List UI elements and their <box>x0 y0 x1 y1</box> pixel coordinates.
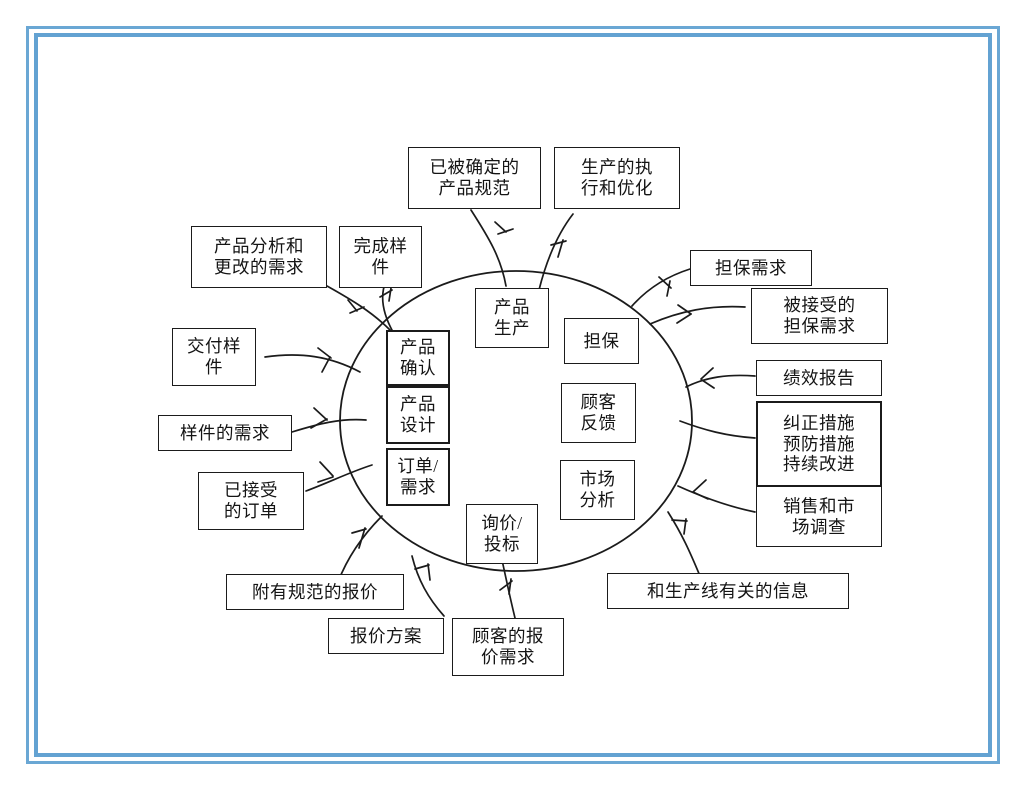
connector-defined-product-spec <box>470 209 514 287</box>
core-box-market-analysis[interactable]: 市场 分析 <box>560 460 635 520</box>
outer-box-production-line-information[interactable]: 和生产线有关的信息 <box>607 573 849 609</box>
connector-accepted-guarantee-requirement <box>649 304 746 325</box>
core-box-order-requirement[interactable]: 订单/ 需求 <box>386 448 450 506</box>
connector-delivered-sample <box>264 347 361 373</box>
outer-box-completed-sample[interactable]: 完成样 件 <box>339 226 422 288</box>
connector-quotation-with-spec <box>337 515 383 583</box>
outer-box-accepted-guarantee-requirement[interactable]: 被接受的 担保需求 <box>751 288 888 344</box>
connector-production-execution <box>538 213 574 291</box>
outer-box-product-analysis-change-requirement[interactable]: 产品分析和 更改的需求 <box>191 226 327 288</box>
outer-box-production-execution-optimization[interactable]: 生产的执 行和优化 <box>554 147 680 209</box>
core-box-customer-feedback[interactable]: 顾客 反馈 <box>561 383 636 443</box>
connector-production-line-information <box>667 511 701 577</box>
outer-box-defined-product-spec[interactable]: 已被确定的 产品规范 <box>408 147 541 209</box>
connector-performance-report <box>685 367 756 389</box>
connector-accepted-order <box>305 461 373 492</box>
outer-box-sample-requirement[interactable]: 样件的需求 <box>158 415 292 451</box>
connector-customer-quotation-requirement <box>499 559 517 623</box>
connector-quotation-plan <box>411 555 445 617</box>
core-box-guarantee[interactable]: 担保 <box>564 318 639 364</box>
core-box-product-design[interactable]: 产品 设计 <box>386 386 450 444</box>
outer-box-quotation-plan[interactable]: 报价方案 <box>328 618 444 654</box>
outer-box-quotation-with-spec[interactable]: 附有规范的报价 <box>226 574 404 610</box>
connector-sample-requirement <box>291 407 367 433</box>
decorative-frame-inner <box>34 33 992 757</box>
core-box-product-confirmation[interactable]: 产品 确认 <box>386 330 450 386</box>
connector-product-analysis <box>326 285 391 331</box>
outer-box-delivered-sample[interactable]: 交付样 件 <box>172 328 256 386</box>
outer-box-guarantee-requirement[interactable]: 担保需求 <box>690 250 812 286</box>
connector-corrective-preventive <box>679 420 756 439</box>
outer-box-customer-quotation-requirement[interactable]: 顾客的报 价需求 <box>452 618 564 676</box>
connector-guarantee-requirement <box>631 268 691 307</box>
outer-box-sales-market-survey[interactable]: 销售和市 场调查 <box>756 487 882 547</box>
core-box-inquiry-bid[interactable]: 询价/ 投标 <box>466 504 538 564</box>
outer-box-accepted-order[interactable]: 已接受 的订单 <box>198 472 304 530</box>
outer-box-performance-report[interactable]: 绩效报告 <box>756 360 882 396</box>
outer-box-corrective-preventive-improvement[interactable]: 纠正措施 预防措施 持续改进 <box>756 401 882 487</box>
decorative-frame-outer <box>26 26 1000 764</box>
core-box-product-production[interactable]: 产品 生产 <box>475 288 549 348</box>
connector-sales-market-survey <box>677 479 756 513</box>
